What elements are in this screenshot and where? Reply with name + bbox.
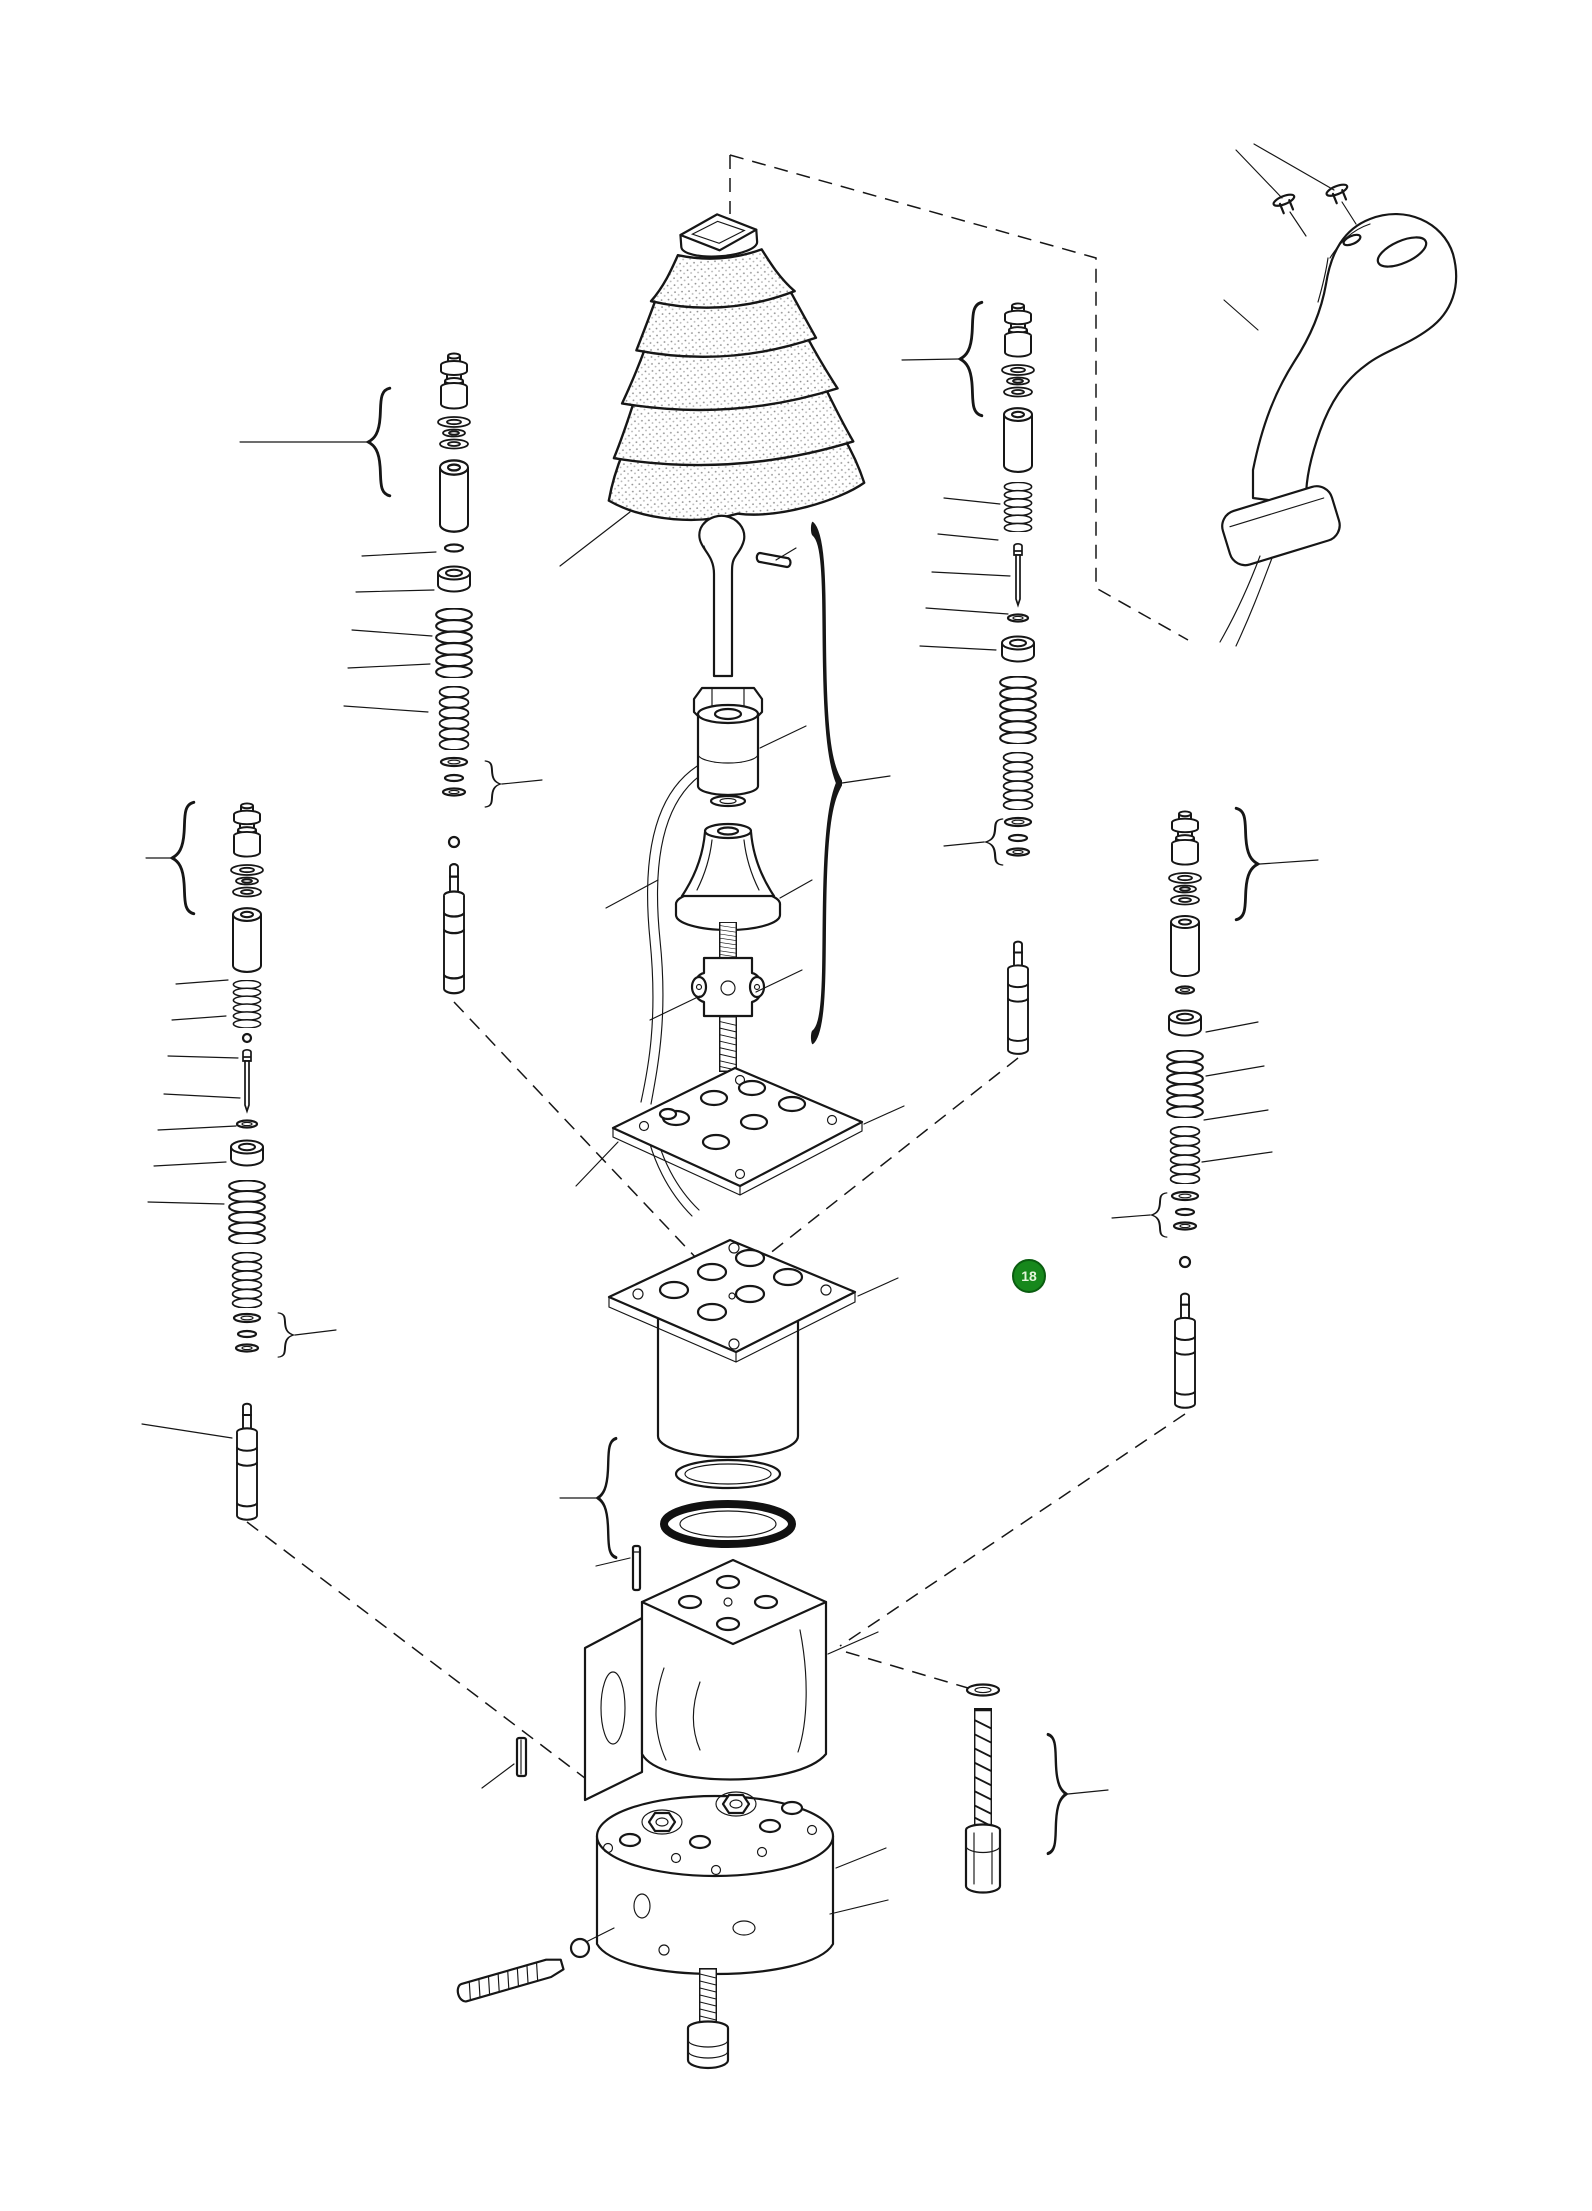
manifold-block	[595, 1791, 835, 1975]
flange-plate	[607, 1238, 857, 1363]
bellows-boot	[607, 213, 866, 521]
badge-circle[interactable]	[1012, 1259, 1046, 1293]
poppet-valve	[440, 352, 468, 410]
wire-harness	[1219, 555, 1261, 643]
handle-base	[1221, 485, 1341, 567]
steel-ball	[447, 835, 461, 849]
guide-pin	[631, 1544, 642, 1592]
push-rod	[1013, 542, 1023, 606]
washer-stack	[230, 864, 264, 898]
washer-stack	[1001, 364, 1035, 398]
poppet-valve	[1171, 810, 1199, 866]
steel-ball	[569, 1937, 591, 1959]
bushing	[437, 565, 471, 593]
washer	[443, 543, 465, 553]
spacer-cylinder	[656, 1302, 800, 1459]
valve-body	[583, 1558, 828, 1802]
cartridge-column-3	[999, 302, 1037, 1055]
part-callout-badge[interactable]: 18	[1012, 1259, 1046, 1293]
cartridge-column-1	[435, 352, 473, 995]
guide-sleeve	[1002, 407, 1034, 473]
universal-joint-threaded-stud	[690, 922, 766, 1072]
guide-sleeve	[438, 459, 470, 533]
push-rod	[242, 1048, 252, 1112]
washer-stack	[437, 416, 471, 450]
shaft-pin	[755, 551, 792, 569]
steel-ball	[241, 1032, 253, 1044]
joystick-handle	[1219, 183, 1458, 647]
socket-head-bolt	[686, 1968, 730, 2070]
shaft-coupling	[696, 703, 760, 808]
bushing	[1001, 635, 1035, 663]
bushing	[230, 1139, 264, 1167]
poppet-valve	[1004, 302, 1032, 358]
control-shaft	[698, 514, 792, 678]
seal-ring	[660, 1500, 796, 1548]
o-ring	[674, 1458, 782, 1490]
cartridge-column-2	[228, 802, 266, 1521]
cover-plate	[611, 1066, 864, 1196]
handle-screws	[1272, 183, 1349, 215]
washer	[709, 794, 747, 808]
bushing	[1168, 1009, 1202, 1037]
guide-sleeve	[231, 907, 263, 973]
set-screw	[456, 1958, 565, 2003]
thumb-button	[1376, 236, 1428, 268]
cartridge-column-4	[1166, 810, 1204, 1409]
bolt-washer	[965, 1683, 1001, 1697]
center-assembly	[456, 514, 1002, 2070]
construction-lines	[246, 154, 1189, 1789]
leader-lines	[141, 143, 1357, 1943]
guide-sleeve	[1170, 915, 1200, 977]
steel-ball	[1178, 1255, 1192, 1269]
mounting-bolt	[964, 1683, 1002, 1894]
badge-label: 18	[1021, 1268, 1037, 1284]
boot-retainer-cone	[674, 822, 782, 932]
poppet-valve	[233, 802, 261, 858]
roll-pin	[515, 1736, 528, 1778]
washer-stack	[1168, 872, 1202, 906]
